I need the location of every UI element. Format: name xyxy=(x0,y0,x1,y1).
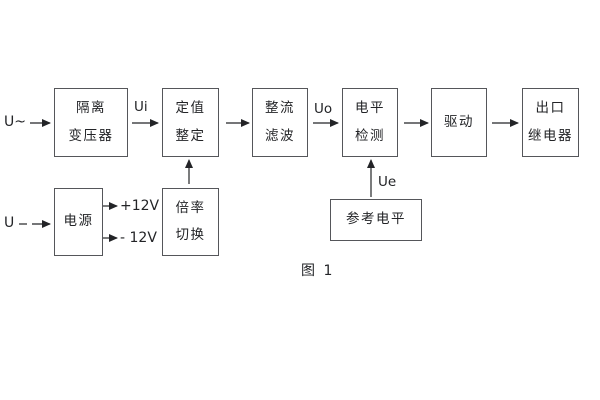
block-label-line: 参考电平 xyxy=(346,211,406,228)
ac-input-label: U~ xyxy=(4,114,26,130)
block-isolation-transformer: 隔离 变压器 xyxy=(54,88,128,157)
block-label-line: 驱动 xyxy=(444,113,474,130)
block-label-line: 切换 xyxy=(175,227,206,243)
block-label-line: 滤波 xyxy=(265,127,295,144)
block-label-line: 电平 xyxy=(355,100,385,116)
block-label-line: 整定 xyxy=(175,127,206,144)
figure-caption: 图 1 xyxy=(301,263,335,279)
block-level-detect: 电平 检测 xyxy=(342,88,398,157)
signal-label-ue: Ue xyxy=(378,174,397,190)
power-output-minus12v-label: - 12V xyxy=(120,230,157,246)
block-rectifier-filter: 整流 滤波 xyxy=(252,88,308,157)
block-power-supply: 电源 xyxy=(54,188,103,256)
signal-label-uo: Uo xyxy=(314,101,333,117)
block-label-line: 倍率 xyxy=(175,199,206,216)
signal-label-ui: Ui xyxy=(134,99,148,115)
block-label-line: 定值 xyxy=(175,100,206,116)
block-label-line: 变压器 xyxy=(68,127,114,144)
block-driver: 驱动 xyxy=(431,88,487,157)
block-label-line: 电源 xyxy=(63,213,94,230)
block-label-line: 出口 xyxy=(535,100,566,116)
block-label-line: 隔离 xyxy=(76,100,106,116)
dc-input-label: U xyxy=(4,215,15,231)
block-label-line: 继电器 xyxy=(528,127,573,144)
power-output-plus12v-label: +12V xyxy=(120,198,160,214)
block-reference-level: 参考电平 xyxy=(330,199,422,241)
block-output-relay: 出口 继电器 xyxy=(522,88,579,157)
block-label-line: 检测 xyxy=(355,127,385,144)
block-setting-adjust: 定值 整定 xyxy=(162,88,219,157)
block-label-line: 整流 xyxy=(265,100,295,116)
block-ratio-switch: 倍率 切换 xyxy=(162,188,219,256)
